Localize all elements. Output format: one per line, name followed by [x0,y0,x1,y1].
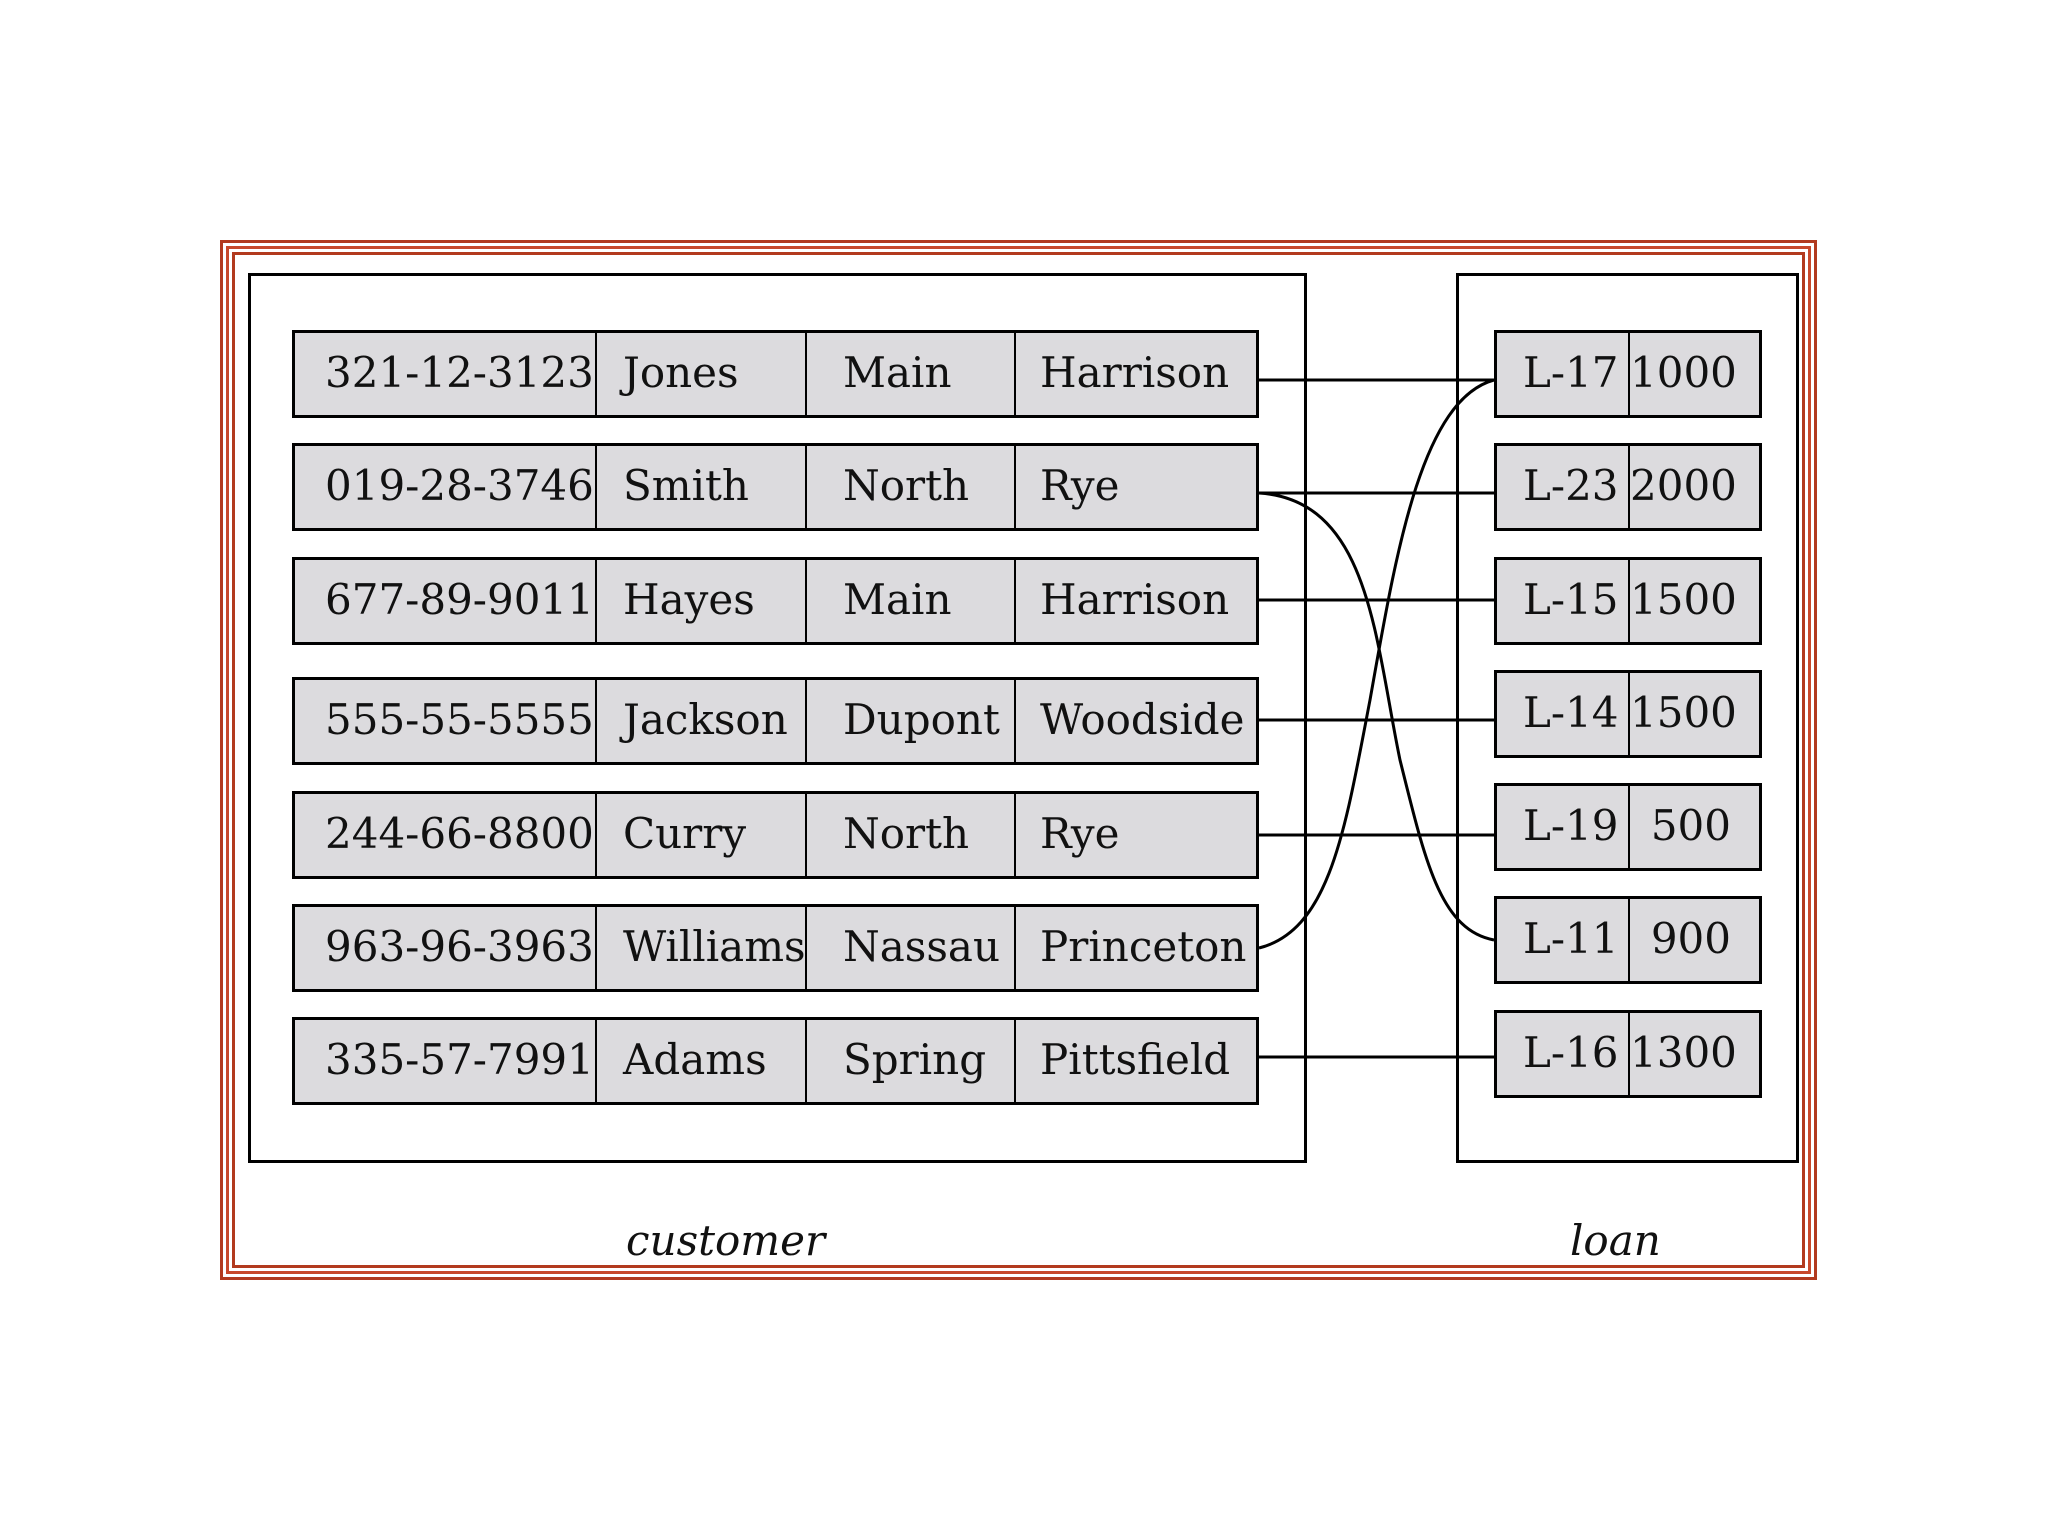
customer-caption: customer [626,1216,826,1265]
customer-row: 963-96-3963 Williams Nassau Princeton [292,904,1259,992]
customer-city: Pittsfield [1040,1035,1231,1084]
customer-street: North [807,794,1016,876]
loan-number: L-14 [1497,673,1630,755]
customer-name: Jackson [597,680,807,762]
customer-row: 677-89-9011 Hayes Main Harrison [292,557,1259,645]
loan-row: L-23 2000 [1494,443,1762,531]
customer-row: 335-57-7991 Adams Spring Pittsfield [292,1017,1259,1105]
customer-name: Smith [597,446,807,528]
loan-row: L-17 1000 [1494,330,1762,418]
loan-row: L-16 1300 [1494,1010,1762,1098]
customer-street: Main [807,560,1016,642]
customer-name: Curry [597,794,807,876]
loan-number: L-11 [1497,899,1630,981]
customer-id: 677-89-9011 [295,560,597,642]
customer-row: 019-28-3746 Smith North Rye [292,443,1259,531]
loan-amount: 900 [1650,914,1731,963]
customer-street: North [807,446,1016,528]
loan-amount: 2000 [1630,461,1737,510]
customer-name: Adams [597,1020,807,1102]
customer-id: 963-96-3963 [295,907,597,989]
loan-number: L-17 [1497,333,1630,415]
loan-number: L-15 [1497,560,1630,642]
customer-name: Jones [597,333,807,415]
customer-street: Nassau [807,907,1016,989]
loan-amount: 1000 [1630,348,1737,397]
customer-street: Main [807,333,1016,415]
customer-name: Hayes [597,560,807,642]
loan-amount: 1300 [1630,1028,1737,1077]
customer-id: 555-55-5555 [295,680,597,762]
customer-city: Rye [1040,809,1120,858]
loan-row: L-14 1500 [1494,670,1762,758]
customer-id: 321-12-3123 [295,333,597,415]
customer-id: 244-66-8800 [295,794,597,876]
loan-caption: loan [1570,1216,1661,1265]
customer-row: 555-55-5555 Jackson Dupont Woodside [292,677,1259,765]
customer-street: Dupont [807,680,1016,762]
customer-city: Harrison [1040,348,1230,397]
customer-row: 321-12-3123 Jones Main Harrison [292,330,1259,418]
customer-city: Harrison [1040,575,1230,624]
customer-id: 019-28-3746 [295,446,597,528]
customer-city: Princeton [1040,922,1247,971]
customer-id: 335-57-7991 [295,1020,597,1102]
loan-number: L-19 [1497,786,1630,868]
loan-number: L-23 [1497,446,1630,528]
loan-row: L-19 500 [1494,783,1762,871]
loan-row: L-15 1500 [1494,557,1762,645]
loan-amount: 1500 [1630,688,1737,737]
loan-row: L-11 900 [1494,896,1762,984]
customer-city: Woodside [1040,695,1245,744]
loan-amount: 500 [1650,801,1731,850]
loan-amount: 1500 [1630,575,1737,624]
diagram-frame-inner [232,252,1805,1268]
loan-number: L-16 [1497,1013,1630,1095]
diagram-frame-middle [226,246,1811,1274]
customer-name: Williams [597,907,807,989]
diagram-frame-outer [220,240,1817,1280]
customer-city: Rye [1040,461,1120,510]
customer-row: 244-66-8800 Curry North Rye [292,791,1259,879]
customer-street: Spring [807,1020,1016,1102]
